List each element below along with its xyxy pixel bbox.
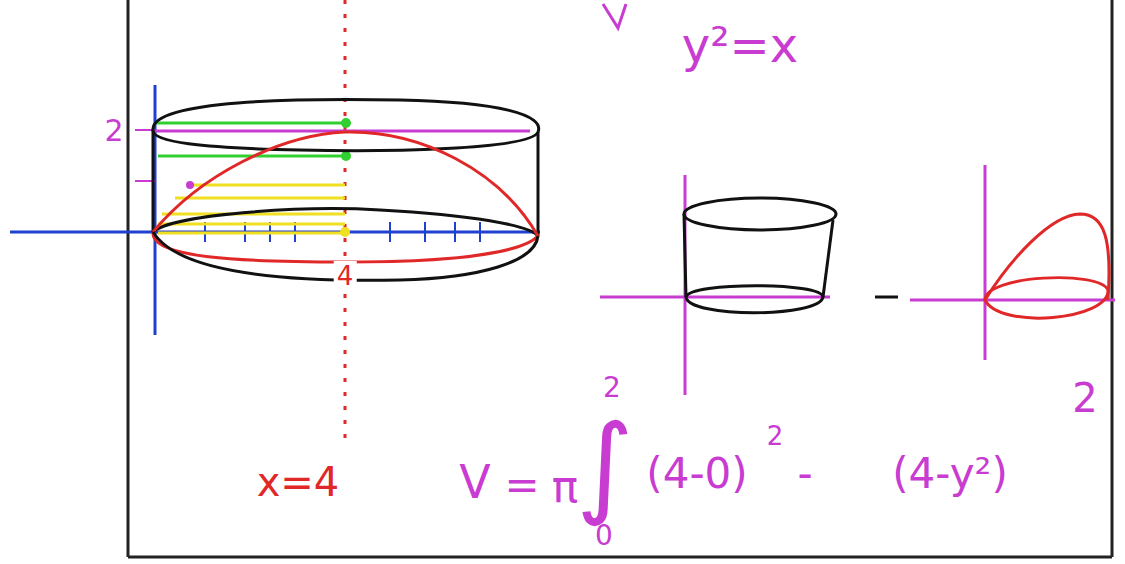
- slice-dot: [341, 151, 351, 161]
- axis: [984, 165, 987, 360]
- point-dot: [186, 181, 194, 189]
- formula-part: π: [552, 465, 579, 509]
- parabola-region: [153, 132, 538, 262]
- axis-value: 4: [334, 261, 357, 291]
- curve-equation: y²=x: [682, 21, 798, 69]
- arrow-mark: [603, 4, 626, 28]
- rotation-axis: [344, 0, 347, 438]
- small-cylinder: [684, 198, 836, 313]
- lower-limit: 0: [595, 522, 613, 550]
- axis: [910, 299, 1115, 302]
- formula-part: (4-y²): [892, 453, 1008, 495]
- upper-limit: 2: [603, 374, 621, 402]
- axis: [684, 175, 687, 395]
- slice-dot: [341, 118, 351, 128]
- exponent: 2: [1072, 378, 1097, 418]
- formula-part: (4-0): [646, 453, 747, 495]
- paraboloid: [985, 214, 1109, 318]
- axis-value: 2: [104, 116, 123, 146]
- formula-part: =: [504, 464, 539, 506]
- slice-dot: [340, 227, 350, 237]
- frame: [128, 0, 1112, 557]
- formula-part: -: [797, 453, 812, 495]
- minus-sign: [875, 296, 898, 299]
- integral-sign: ∫: [576, 410, 633, 520]
- axis-equation: x=4: [257, 462, 340, 502]
- axis: [600, 296, 830, 299]
- exponent: 2: [767, 423, 784, 449]
- cylinder: [153, 99, 539, 236]
- x-axis: [10, 231, 540, 234]
- formula-part: V: [459, 459, 490, 505]
